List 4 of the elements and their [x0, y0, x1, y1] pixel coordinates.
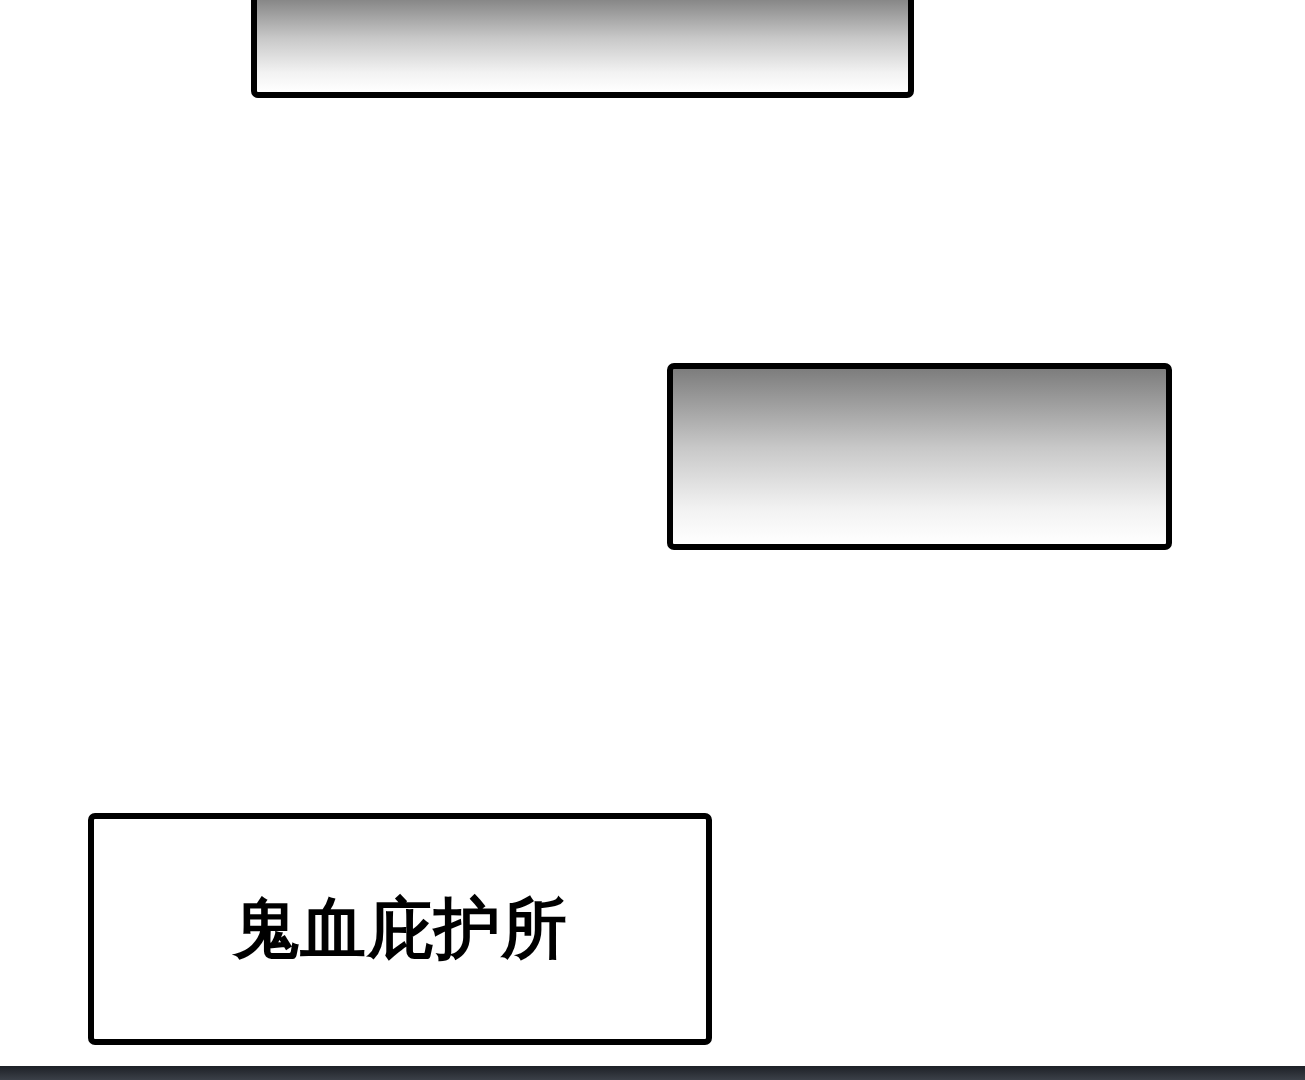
- caption-text: 鬼血庇护所: [232, 888, 568, 969]
- caption-box: [667, 363, 1172, 550]
- caption-box: [251, 0, 914, 98]
- caption-box: [88, 813, 712, 1045]
